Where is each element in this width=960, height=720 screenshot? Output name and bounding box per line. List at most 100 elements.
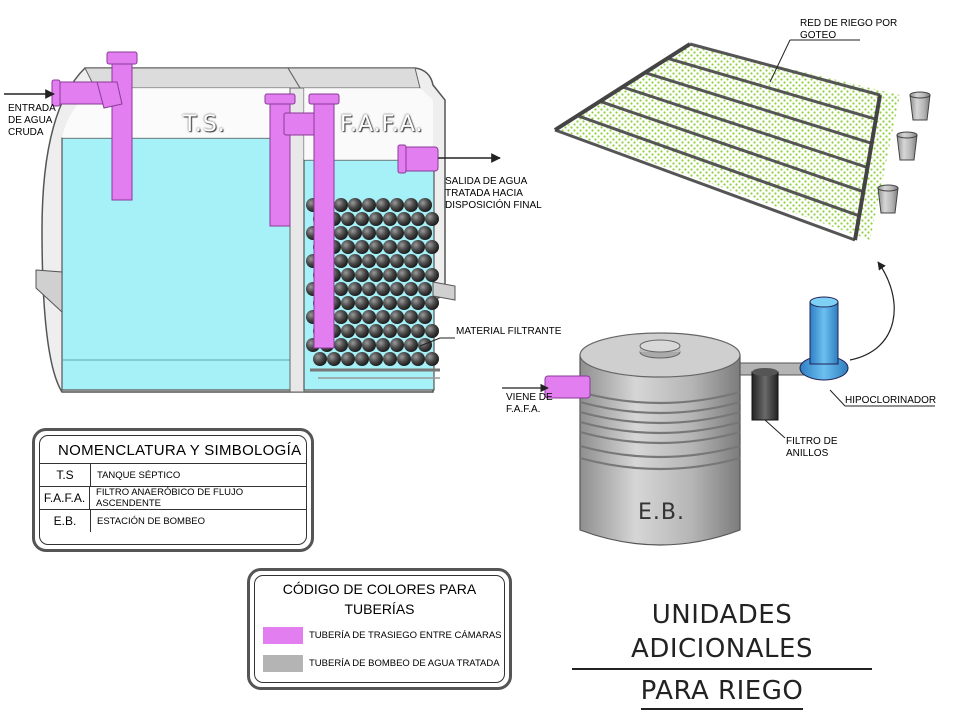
filter-stone (411, 296, 425, 310)
drip-network (553, 39, 931, 242)
pump-station-label: E.B. (638, 500, 685, 525)
filter-stone (348, 254, 362, 268)
drip-lateral-line (622, 85, 868, 169)
filter-stone (390, 198, 404, 212)
tank-ring (579, 400, 741, 415)
legend-row: TUBERÍA DE BOMBEO DE AGUA TRATADA (263, 651, 504, 675)
hypochlorinator-label: HIPOCLORINADOR (845, 395, 937, 406)
filter-stone (411, 212, 425, 226)
description-cell: TANQUE SÉPTICO (97, 469, 181, 481)
legend-desc: TUBERÍA DE BOMBEO DE AGUA TRATADA (309, 657, 500, 669)
filter-stone (397, 212, 411, 226)
filter-stone (369, 240, 383, 254)
filter-stone (397, 324, 411, 338)
filter-stone (397, 352, 411, 366)
filter-stone (376, 282, 390, 296)
filter-stone (362, 198, 376, 212)
fafa-label: F.A.F.A. (340, 112, 424, 137)
filter-stone (369, 296, 383, 310)
filter-stone (383, 240, 397, 254)
tank-ring (579, 456, 741, 471)
filter-stone (334, 254, 348, 268)
tank-ring (579, 444, 741, 459)
from-fafa-label: VIENE DE F.A.F.A. (506, 392, 553, 415)
legend-desc: TUBERÍA DE TRASIEGO ENTRE CÁMARAS (309, 629, 502, 641)
inlet-label: ENTRADA DE AGUA CRUDA (8, 103, 56, 138)
filter-stone (397, 240, 411, 254)
drip-lateral-line (576, 114, 860, 218)
filter-stone (404, 254, 418, 268)
filter-stone (369, 268, 383, 282)
ring-filter-label: FILTRO DE ANILLOS (786, 436, 838, 459)
filter-stone (334, 282, 348, 296)
filter-stone (404, 198, 418, 212)
filter-stone (355, 324, 369, 338)
filter-stone (404, 282, 418, 296)
filter-stone (355, 296, 369, 310)
septic-water (61, 137, 293, 391)
filter-stone (425, 352, 439, 366)
filter-stone (341, 212, 355, 226)
filter-stone (411, 352, 425, 366)
drip-lateral-line (599, 99, 864, 194)
outlet-pipe (401, 146, 439, 172)
filter-stone (376, 198, 390, 212)
pump-tank-body (579, 354, 741, 546)
tank-ring (579, 410, 741, 425)
drip-lateral-line (644, 71, 873, 145)
filter-stone (348, 338, 362, 352)
title-line-1: UNIDADES ADICIONALES (572, 598, 872, 670)
inlet-tee-pipe (111, 59, 133, 201)
ring-filter (751, 371, 779, 421)
filter-stone (348, 310, 362, 324)
filter-stone (383, 268, 397, 282)
filter-stone (383, 296, 397, 310)
filter-stone (362, 310, 376, 324)
filter-stone (348, 226, 362, 240)
outlet-label: SALIDA DE AGUA TRATADA HACIA DISPOSICIÓN… (445, 176, 542, 211)
filter-stone (425, 240, 439, 254)
filter-stone (369, 324, 383, 338)
symbol-cell: F.A.F.A. (40, 487, 91, 509)
filter-stone (355, 212, 369, 226)
filter-stone (355, 268, 369, 282)
filter-stone (334, 226, 348, 240)
tank-ring (579, 390, 741, 405)
filter-stone (390, 310, 404, 324)
filter-stone (334, 310, 348, 324)
table-row: F.A.F.A. FILTRO ANAERÓBICO DE FLUJO ASCE… (40, 487, 306, 510)
filter-stone (348, 198, 362, 212)
filter-stone (411, 240, 425, 254)
filter-stone (383, 324, 397, 338)
filter-stone (425, 324, 439, 338)
hypochlorinator-column (809, 301, 839, 365)
filter-stone (362, 226, 376, 240)
gray-swatch (263, 654, 303, 672)
filter-stone (397, 296, 411, 310)
filter-stone (341, 352, 355, 366)
color-legend-title: CÓDIGO DE COLORES PARA TUBERÍAS (282, 581, 477, 617)
filter-stone (341, 240, 355, 254)
transfer-pipe-fafa (313, 97, 335, 349)
pipe-color-legend: CÓDIGO DE COLORES PARA TUBERÍAS TUBERÍA … (247, 568, 512, 690)
pumping-station (544, 296, 849, 546)
flow-arrow-to-network (849, 261, 895, 361)
filter-stone (411, 268, 425, 282)
filter-stone (376, 226, 390, 240)
filter-stone (362, 338, 376, 352)
filter-stone (404, 226, 418, 240)
filter-stone (418, 310, 432, 324)
filter-stone (390, 338, 404, 352)
legend-row: TUBERÍA DE TRASIEGO ENTRE CÁMARAS (263, 623, 504, 647)
filter-stone (418, 198, 432, 212)
table-row: E.B. ESTACIÓN DE BOMBEO (40, 510, 306, 532)
description-cell: ESTACIÓN DE BOMBEO (97, 515, 206, 527)
table-row: T.S TANQUE SÉPTICO (40, 464, 306, 487)
filter-stone (327, 352, 341, 366)
transfer-pipes (51, 51, 439, 349)
nomenclature-title: NOMENCLATURA Y SIMBOLOGÍA (40, 436, 306, 464)
filter-stone (334, 338, 348, 352)
filter-stone (390, 282, 404, 296)
filter-stone (390, 254, 404, 268)
filter-stone (341, 268, 355, 282)
